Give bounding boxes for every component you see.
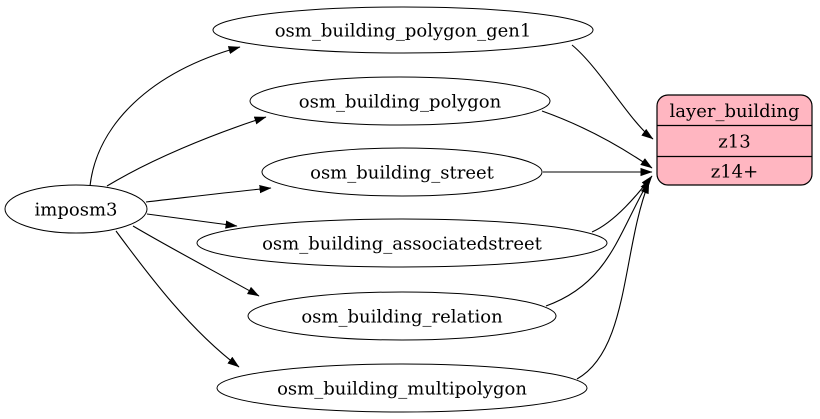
edge-osm-building-associatedstreet-to-z14: [591, 175, 653, 233]
edge-imposm3-to-osm-building-relation: [132, 225, 260, 297]
imposm3-ellipse: [4, 184, 148, 234]
osm-building-multipolygon-ellipse: [216, 363, 588, 413]
node-osm-building-polygon-gen1: osm_building_polygon_gen1: [212, 6, 594, 54]
osm-building-relation-ellipse: [247, 291, 557, 341]
osm-building-street-ellipse: [261, 147, 543, 197]
osm-building-polygon-label: osm_building_polygon: [299, 91, 502, 112]
edges-tables-to-layer: [541, 44, 654, 380]
imposm3-label: imposm3: [35, 199, 118, 220]
osm-building-multipolygon-label: osm_building_multipolygon: [277, 378, 527, 399]
edges-source-to-tables: [89, 46, 272, 368]
layer-building-title: layer_building: [670, 101, 800, 122]
edge-imposm3-to-osm-building-multipolygon: [115, 230, 240, 368]
node-osm-building-polygon: osm_building_polygon: [249, 76, 551, 126]
node-layer-building: layer_building z13 z14+: [656, 94, 813, 186]
node-osm-building-associatedstreet: osm_building_associatedstreet: [196, 218, 608, 268]
node-osm-building-street: osm_building_street: [261, 147, 543, 197]
osm-building-street-label: osm_building_street: [310, 162, 495, 183]
osm-building-polygon-gen1-label: osm_building_polygon_gen1: [275, 20, 532, 41]
layer-building-box: [656, 94, 813, 186]
edge-osm-building-multipolygon-to-z14: [576, 181, 650, 380]
edge-osm-building-relation-to-z14: [545, 178, 651, 307]
node-osm-building-multipolygon: osm_building_multipolygon: [216, 363, 588, 413]
osm-building-polygon-ellipse: [249, 76, 551, 126]
edge-imposm3-to-osm-building-street: [145, 185, 272, 203]
osm-building-associatedstreet-ellipse: [196, 218, 608, 268]
osm-building-associatedstreet-label: osm_building_associatedstreet: [262, 233, 543, 254]
edge-osm-building-polygon-gen1-to-z13: [571, 44, 654, 140]
edge-osm-building-polygon-to-z14: [541, 110, 653, 169]
osm-building-relation-label: osm_building_relation: [301, 306, 503, 327]
node-osm-building-relation: osm_building_relation: [247, 291, 557, 341]
edge-imposm3-to-osm-building-polygon-gen1: [89, 46, 241, 187]
osm-building-polygon-gen1-ellipse: [212, 6, 594, 54]
layer-building-row-z13: z13: [718, 131, 750, 152]
layer-building-row-z14: z14+: [711, 161, 758, 182]
edge-imposm3-to-osm-building-associatedstreet: [146, 213, 238, 229]
edge-imposm3-to-osm-building-polygon: [106, 116, 267, 187]
node-imposm3: imposm3: [4, 184, 148, 234]
